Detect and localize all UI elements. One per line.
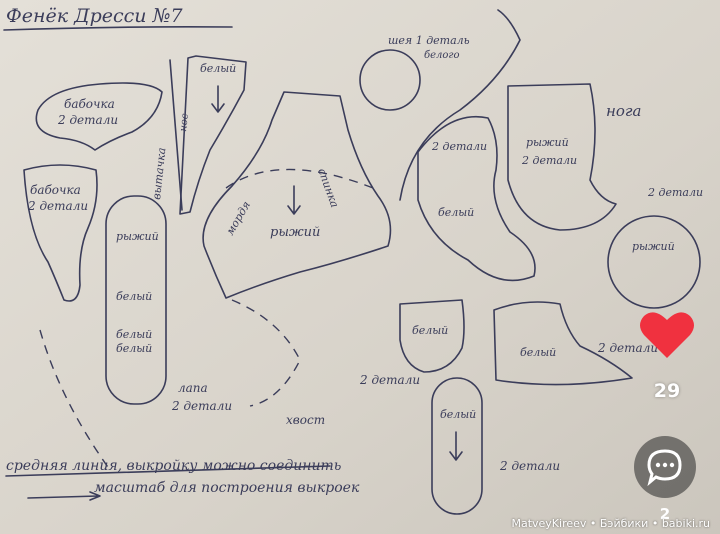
ear-piece-outline xyxy=(417,116,536,282)
sole-piece-outline xyxy=(431,377,483,515)
paw-caption-2: 2 детали xyxy=(171,399,232,413)
sole-label-2: 2 детали xyxy=(499,459,560,473)
circle-right-outline xyxy=(607,215,701,309)
paw-low-label-1: белый xyxy=(116,328,152,341)
belly-column-label: белый xyxy=(200,62,236,75)
ear-mid-label-2: белый xyxy=(438,206,474,219)
ear-red-label-1: рыжий xyxy=(526,136,569,149)
paw-piece-outline xyxy=(105,195,167,405)
ear-red-label-2: 2 детали xyxy=(521,154,577,167)
butterfly-top-label-1: бабочка xyxy=(64,97,115,111)
butterfly-left-label-2: 2 детали xyxy=(27,199,88,213)
neck-label-2: белого xyxy=(424,50,459,61)
comment-count: 2 xyxy=(659,505,671,523)
paw-top-label: рыжий xyxy=(116,230,159,243)
neck-circle-outline xyxy=(359,49,421,111)
butterfly-top-outline xyxy=(35,82,163,151)
belly-column-outline xyxy=(179,55,247,215)
paw-low-label-2: белый xyxy=(116,342,152,355)
comment-button[interactable] xyxy=(634,436,696,498)
heart-icon xyxy=(640,312,694,358)
foot-left-label-2: 2 детали xyxy=(359,373,420,387)
watermark: MatveyKireev • Бэйбики • babiki.ru xyxy=(511,517,710,530)
nose-label: нос xyxy=(178,113,191,133)
dart-label: вытачка xyxy=(150,147,168,200)
sheet-title: Фенёк Дресси №7 xyxy=(6,5,184,27)
tail-label: хвост xyxy=(286,413,325,427)
speech-bubble-icon xyxy=(647,449,682,486)
note-line-1: средняя линия, выкройку можно соединить xyxy=(6,458,341,474)
paw-mid-label: белый xyxy=(116,290,152,303)
neck-label-1: шея 1 деталь xyxy=(388,34,470,47)
foot-left-label-1: белый xyxy=(412,324,448,337)
note-line-2: масштаб для построения выкроек xyxy=(94,480,360,496)
butterfly-left-outline xyxy=(23,164,98,302)
ear-mid-label-1: 2 детали xyxy=(431,140,487,153)
foot-right-outline xyxy=(493,301,633,386)
foot-right-label-2: 2 детали xyxy=(597,341,658,355)
body-piece-outline xyxy=(202,91,392,299)
paw-caption-1: лапа xyxy=(178,381,208,395)
body-center-label: рыжий xyxy=(270,225,320,240)
butterfly-top-label-2: 2 детали xyxy=(57,113,118,127)
circle-right-label-2: рыжий xyxy=(632,240,675,253)
leg-label: нога xyxy=(606,102,641,120)
sole-label-1: белый xyxy=(440,408,476,421)
like-button[interactable] xyxy=(638,306,696,362)
butterfly-left-label-1: бабочка xyxy=(30,183,81,197)
foot-left-outline xyxy=(399,299,465,373)
ear-red-outline xyxy=(507,83,617,231)
like-count: 29 xyxy=(653,380,681,402)
foot-right-label-1: белый xyxy=(520,346,556,359)
circle-right-label-1: 2 детали xyxy=(647,186,703,199)
